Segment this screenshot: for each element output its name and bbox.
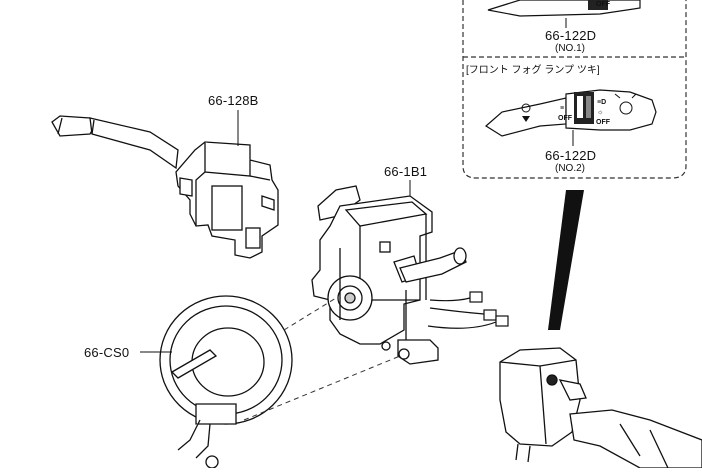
lever-no2-off-text-right: OFF (596, 119, 611, 126)
front-fog-lamp-header: [フロント フォグ ランプ ツキ] (466, 63, 600, 76)
wiper-lever-assembly (499, 347, 702, 469)
lever-no1-off-text: OFF (596, 1, 611, 8)
variant-label-no1: (NO.1) (555, 43, 585, 54)
lever-variants-inset: OFF 66-122D (NO.1) [フロント フォグ ランプ ツキ] ≡ O… (462, 0, 687, 179)
svg-text:≡D: ≡D (597, 99, 606, 106)
harness-wires (427, 291, 509, 329)
lever-no1-illustration: OFF (487, 0, 641, 17)
combination-unit-66-1b1 (311, 185, 467, 365)
switch-body-66-128b (175, 141, 279, 259)
inset-callout-pointer (548, 190, 584, 330)
svg-text:☼: ☼ (597, 109, 603, 116)
lever-no2-off-text-left: OFF (558, 115, 573, 122)
part-label-66-128b: 66-128B (208, 93, 259, 108)
clock-spring-66-cs0 (159, 295, 293, 469)
lever-no2-illustration: ≡ OFF ≡D ☼ OFF (484, 89, 657, 137)
turn-signal-lever (51, 115, 179, 170)
svg-text:≡: ≡ (560, 105, 564, 112)
assembly-guide-lines (243, 297, 401, 421)
variant-label-no2: (NO.2) (555, 163, 585, 174)
part-label-66-122d-no2: 66-122D (545, 148, 596, 163)
part-label-66-cs0: 66-CS0 (84, 345, 129, 360)
part-label-66-122d-no1: 66-122D (545, 28, 596, 43)
part-label-66-1b1: 66-1B1 (384, 164, 427, 179)
